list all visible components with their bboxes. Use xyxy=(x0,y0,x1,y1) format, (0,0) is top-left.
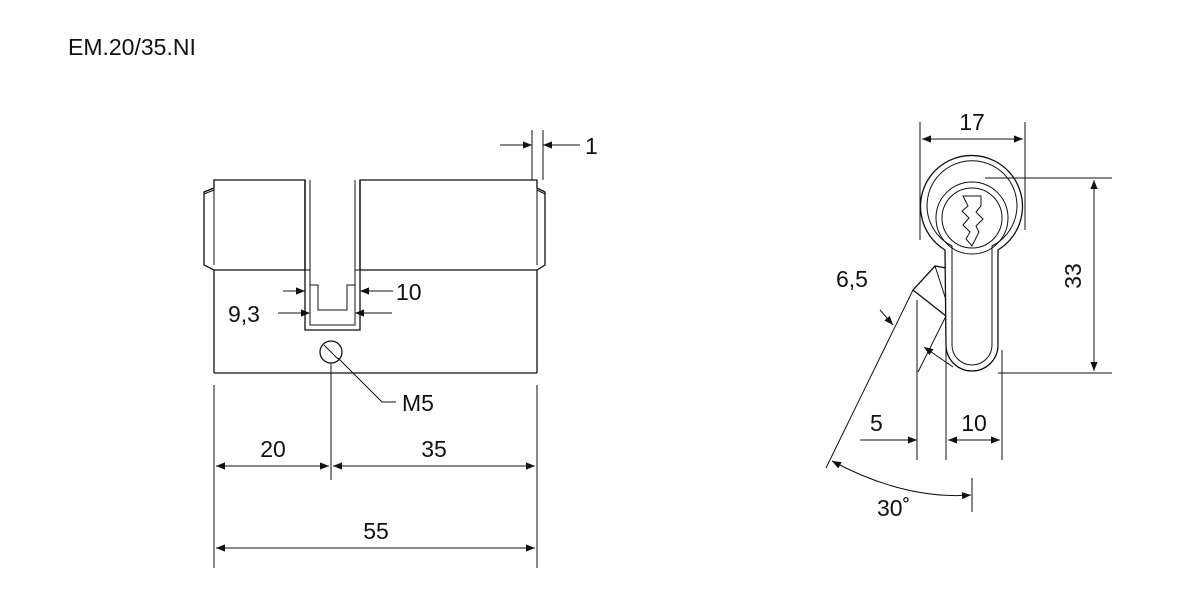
dim-label-cam-inner: 9,3 xyxy=(228,301,260,327)
dim-label-left-length: 20 xyxy=(260,436,286,462)
dim-label-cam-outer: 10 xyxy=(396,279,422,305)
dim-label-height: 33 xyxy=(1060,263,1086,289)
front-view: 17 33 6,5 5 10 xyxy=(825,109,1112,521)
dim-label-cam-angle: 30˚ xyxy=(877,495,910,521)
dim-left-length: 20 xyxy=(216,436,329,470)
dim-label-offset: 1 xyxy=(585,133,598,159)
cam-lever xyxy=(912,265,947,317)
dim-cam-offset: 5 xyxy=(860,300,1003,460)
dim-height: 33 xyxy=(985,177,1112,374)
side-view: 1 10 9,3 M5 20 35 xyxy=(203,130,598,568)
dim-cam-outer: 10 xyxy=(283,279,422,305)
dim-cam-angle: 30˚ xyxy=(831,460,973,521)
dim-cam-inner: 9,3 xyxy=(228,301,392,327)
dim-label-profile-width: 10 xyxy=(961,410,987,436)
drawing-title: EM.20/35.NI xyxy=(68,34,196,60)
dim-profile-width: 10 xyxy=(948,410,1000,444)
dim-label-width: 17 xyxy=(959,109,985,135)
dim-label-total-length: 55 xyxy=(363,518,389,544)
dim-offset: 1 xyxy=(500,130,598,180)
dim-label-right-length: 35 xyxy=(421,436,447,462)
dim-label-screw: M5 xyxy=(402,390,434,416)
dim-total-length: 55 xyxy=(216,518,535,552)
dim-cam-thickness: 6,5 xyxy=(825,266,954,469)
cam-slot xyxy=(304,180,361,331)
euro-profile xyxy=(919,154,1024,372)
screw-hole xyxy=(319,340,343,480)
dim-right-length: 35 xyxy=(333,436,535,470)
dim-label-cam-thickness: 6,5 xyxy=(836,266,868,292)
dim-width: 17 xyxy=(919,109,1026,240)
dim-label-cam-offset: 5 xyxy=(870,410,883,436)
dim-screw: M5 xyxy=(337,357,434,416)
cylinder-body xyxy=(203,179,546,374)
